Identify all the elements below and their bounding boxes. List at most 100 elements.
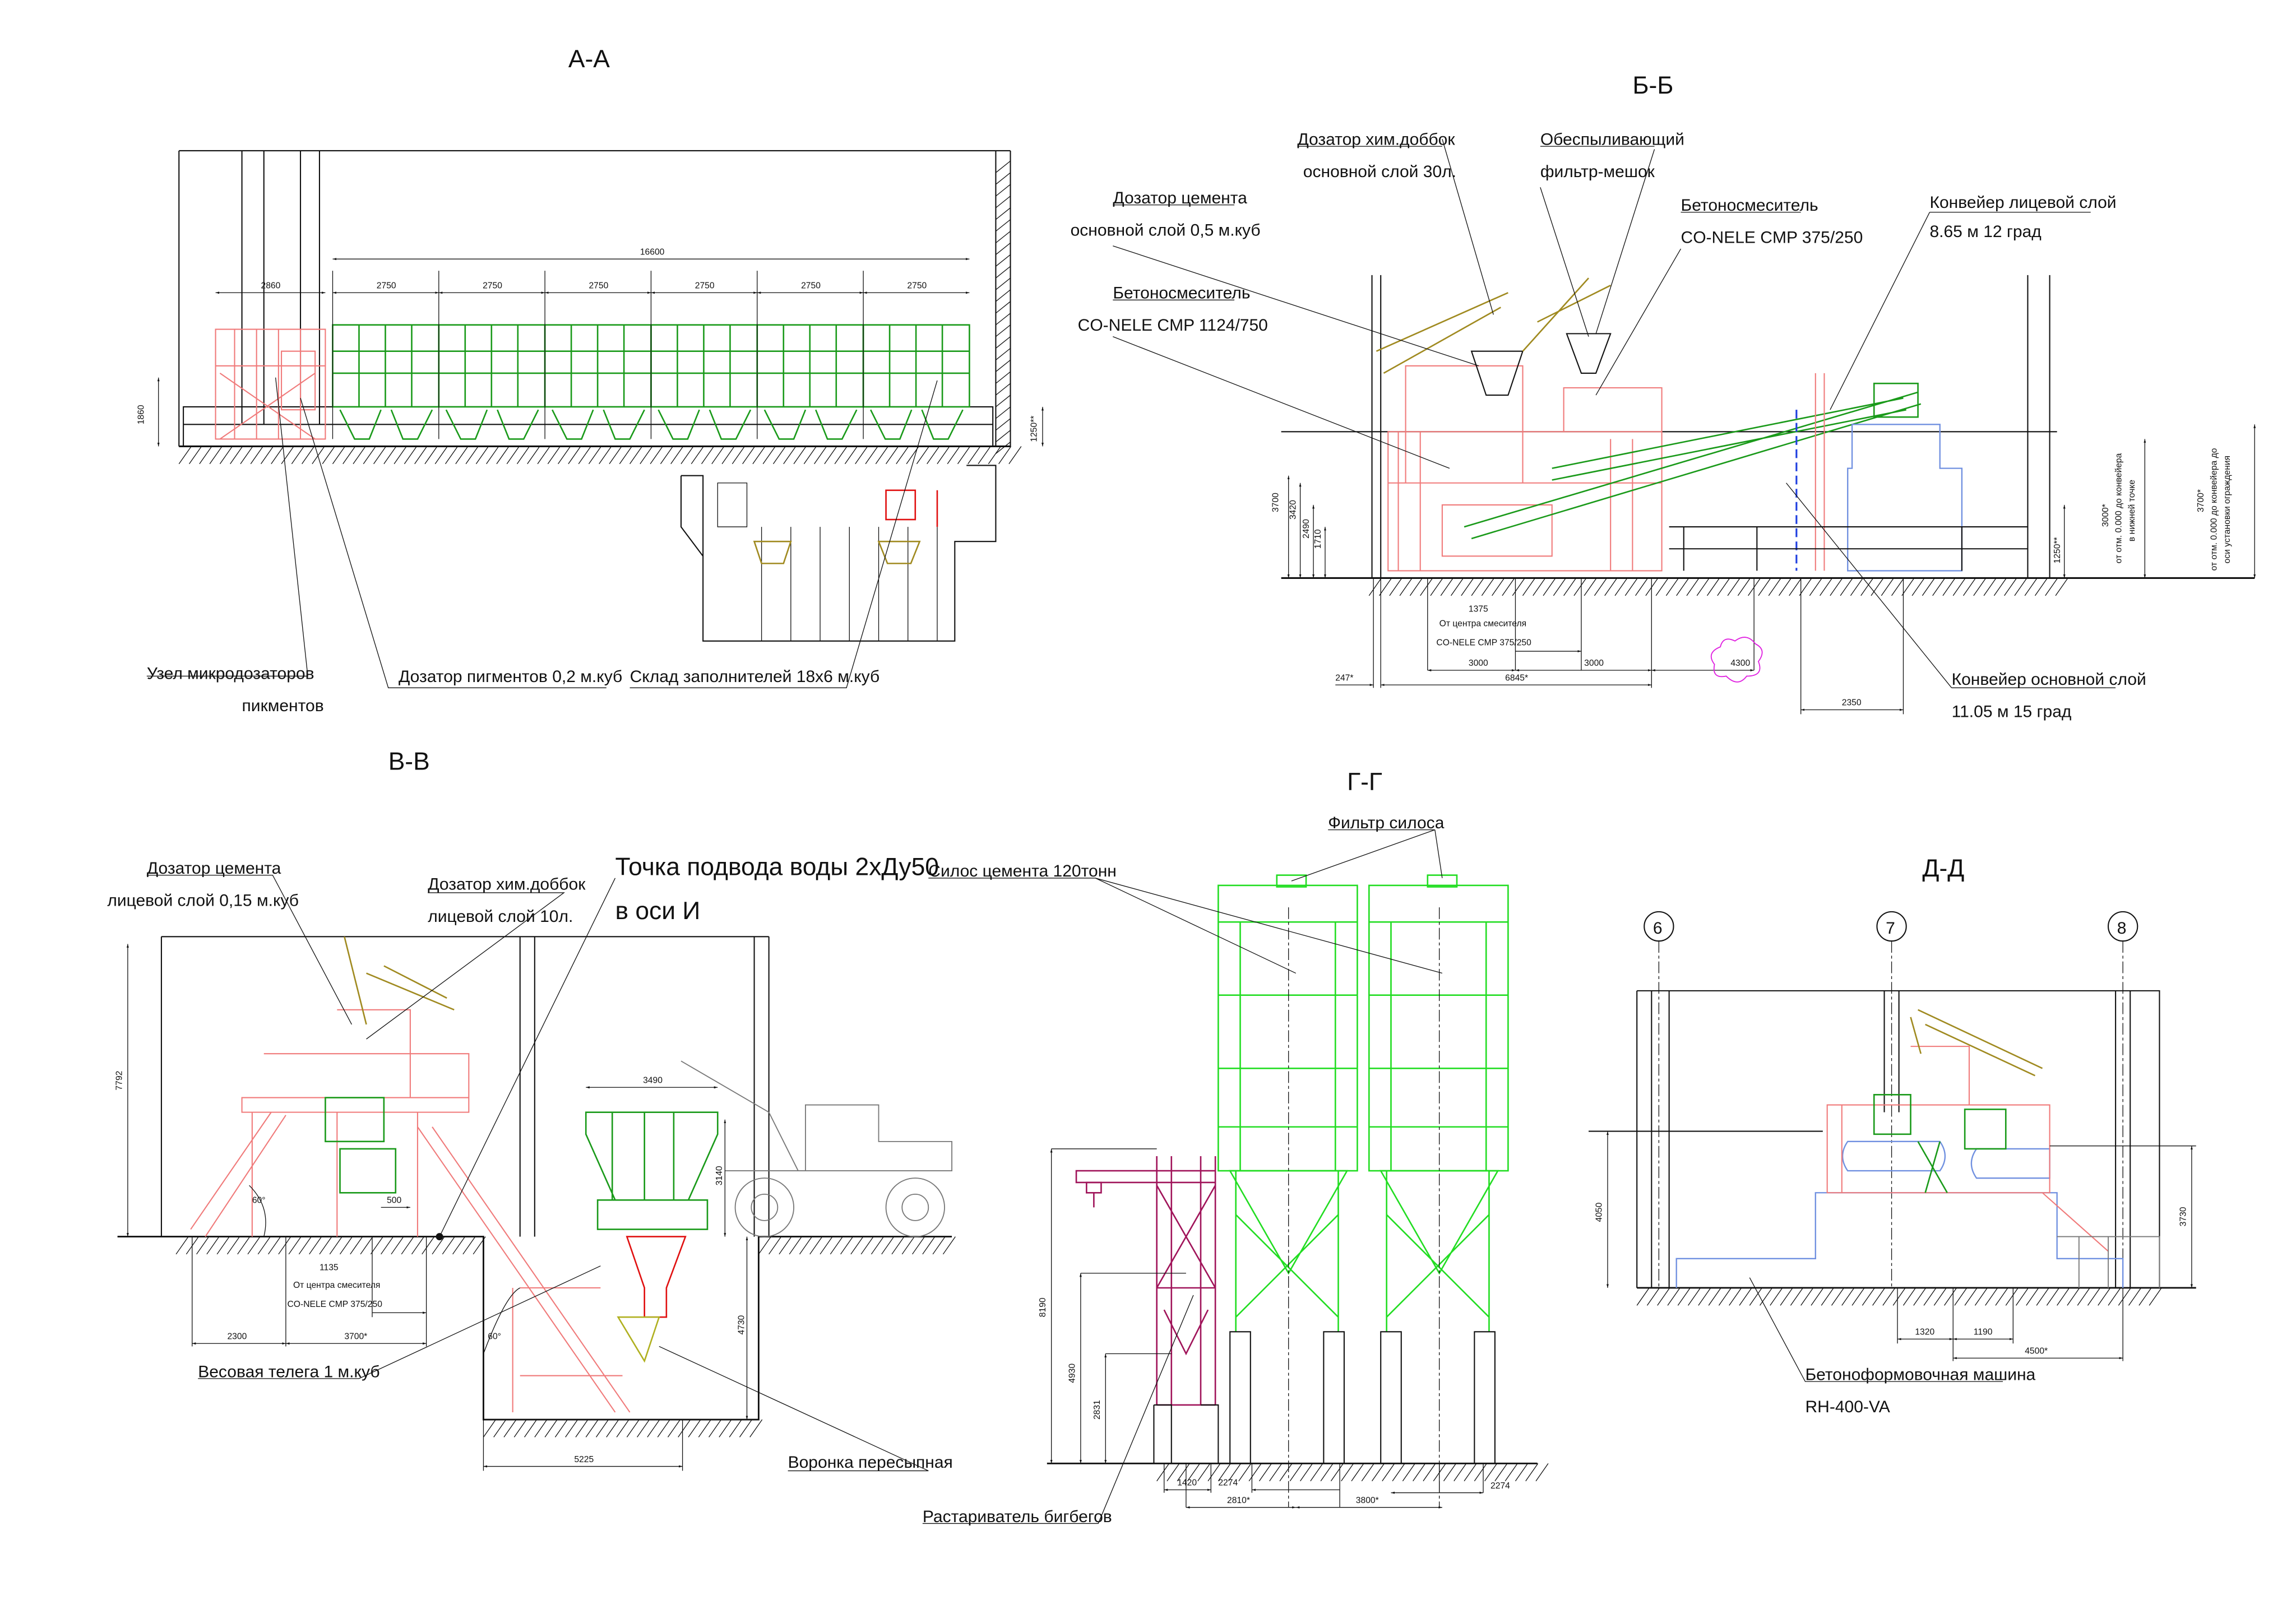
hatch-line: [2087, 1287, 2100, 1306]
vv-callouts: Дозатор цемента лицевой слой 0,15 м.куб …: [107, 854, 952, 1472]
hatch-line: [1330, 1463, 1344, 1482]
hatch-line: [2055, 578, 2068, 596]
section-vv: В-В 7792 1135 От центра смесителя CO-NEL…: [107, 748, 956, 1472]
hatch-line: [1983, 578, 1997, 596]
wall-hatch-line: [996, 430, 1011, 443]
bin-hopper: [763, 409, 858, 440]
wall-hatch-line: [996, 242, 1011, 255]
hatch-line: [178, 446, 192, 465]
section-gg: Г-Г 8190 4930 2831 1420 2274 2274 2810* …: [922, 768, 1549, 1526]
hatch-line: [319, 1236, 332, 1255]
hatch-line: [824, 446, 837, 465]
gg-bigbag-unloader: [1075, 1156, 1219, 1464]
hatch-line: [1646, 1287, 1660, 1306]
bin-hopper: [869, 409, 964, 440]
wall-hatch-line: [996, 184, 1011, 197]
hatch-line: [830, 1236, 843, 1255]
hatch-line: [809, 1236, 823, 1255]
hatch-line: [742, 446, 756, 465]
hatch-line: [1289, 1463, 1303, 1482]
label-chem-doser-main-2: основной слой 30л.: [1303, 163, 1456, 181]
label-water-inlet-1: Точка подвода воды 2хДу50: [615, 854, 939, 881]
wall-hatch-line: [996, 160, 1011, 173]
hatch-line: [1553, 578, 1566, 596]
hatch-line: [650, 446, 663, 465]
hatch-line: [1952, 578, 1966, 596]
hatch-line: [2045, 578, 2058, 596]
hatch-line: [1995, 1287, 2008, 1306]
hatch-line: [1269, 1463, 1283, 1482]
hatch-line: [1522, 578, 1535, 596]
wall-hatch-line: [996, 442, 1011, 455]
hatch-line: [1830, 578, 1843, 596]
dim-dd-w1: 1320: [1915, 1328, 1934, 1337]
dim-dd-h2: 3730: [2178, 1207, 2188, 1226]
hatch-line: [1484, 1463, 1498, 1482]
bin-hopper: [339, 409, 433, 440]
dim-bb-h1: 3700: [1271, 493, 1280, 512]
hatch-line: [1729, 1287, 1742, 1306]
label-cement-doser-main-1: Дозатор цемента: [1113, 189, 1247, 207]
hatch-line: [394, 446, 407, 465]
hatch-line: [424, 446, 438, 465]
hatch-line: [688, 1419, 701, 1437]
hatch-line: [1850, 578, 1863, 596]
hatch-line: [332, 446, 345, 465]
hatch-line: [1512, 578, 1525, 596]
hatch-line: [537, 446, 550, 465]
dim-gg-h1: 8190: [1038, 1297, 1048, 1317]
hatch-line: [1923, 1287, 1937, 1306]
hatch-line: [475, 446, 489, 465]
label-pigment-doser: Дозатор пигментов 0,2 м.куб: [399, 667, 622, 686]
label-cement-doser-main-2: основной слой 0,5 м.куб: [1071, 221, 1261, 239]
hatch-line: [1944, 1287, 1957, 1306]
hatch-line: [978, 446, 991, 465]
hatch-line: [1535, 1463, 1549, 1482]
hatch-line: [783, 446, 797, 465]
hatch-line: [1871, 578, 1884, 596]
hatch-line: [619, 446, 632, 465]
hatch-line: [1502, 578, 1515, 596]
hatch-line: [942, 1236, 956, 1255]
hatch-line: [927, 446, 940, 465]
hatch-line: [322, 446, 335, 465]
dim-bb-d2: 3000: [1584, 659, 1604, 668]
section-bb: Б-Б 3700 3420 2490 1710 1375 От центра с…: [1071, 72, 2256, 721]
axis-label-7: 7: [1886, 919, 1895, 938]
hatch-line: [2128, 1287, 2142, 1306]
hatch-line: [1420, 578, 1433, 596]
dim-gg-w4: 2810*: [1227, 1496, 1250, 1505]
hatch-line: [465, 446, 479, 465]
dim-bb-r3a: 3700*: [2196, 489, 2206, 512]
section-aa-title: А-А: [568, 45, 610, 73]
label-conveyor-main-2: 11.05 м 15 град: [1952, 703, 2072, 721]
bb-callouts: Дозатор хим.доббок основной слой 30л. Об…: [1071, 131, 2146, 721]
hatch-line: [1279, 1463, 1293, 1482]
hatch-line: [1851, 1287, 1865, 1306]
gg-cement-silos: [1218, 874, 1509, 1508]
label-cement-silo: Силос цемента 120тонн: [928, 862, 1117, 880]
label-chem-doser-face-1: Дозатор хим.доббок: [428, 875, 586, 894]
dim-bb-h2: 3420: [1289, 500, 1298, 520]
hatch-line: [1177, 1463, 1190, 1482]
hatch-line: [1248, 1463, 1262, 1482]
hatch-line: [1258, 1463, 1272, 1482]
label-transfer-funnel: Воронка пересыпная: [788, 1453, 953, 1472]
hatch-line: [516, 446, 530, 465]
hatch-line: [288, 1236, 302, 1255]
hatch-line: [1533, 578, 1546, 596]
hatch-line: [452, 1236, 466, 1255]
bin-frame: [438, 324, 545, 407]
hatch-line: [1594, 578, 1607, 596]
bb-conveyors: [1464, 373, 2028, 572]
hatch-line: [1573, 578, 1587, 596]
hatch-line: [922, 1236, 936, 1255]
wall-hatch-line: [996, 406, 1011, 419]
hatch-line: [850, 1236, 864, 1255]
hatch-line: [629, 446, 643, 465]
hatch-line: [544, 1419, 558, 1437]
hatch-line: [1464, 1463, 1477, 1482]
hatch-line: [599, 446, 612, 465]
dim-gg-w2: 2274: [1218, 1478, 1238, 1488]
